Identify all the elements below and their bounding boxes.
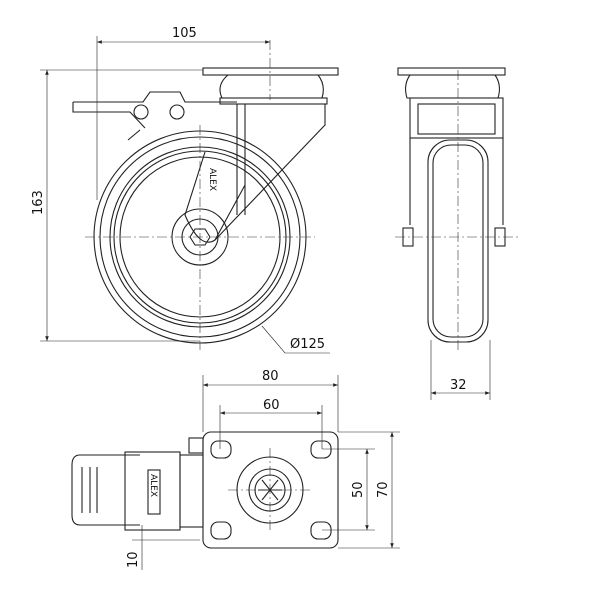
- bottom-view: ALEX: [71, 431, 339, 549]
- dim-60: 60: [263, 398, 280, 413]
- front-view: 32: [395, 67, 520, 400]
- dim-105: 105: [172, 26, 197, 41]
- dim-70: 70: [376, 481, 391, 498]
- bottom-dimensions: 80 60 50 70 10: [126, 369, 400, 570]
- dim-32: 32: [450, 378, 467, 393]
- side-view: ALEX: [72, 40, 339, 350]
- dim-163: 163: [31, 190, 46, 215]
- logo-text-bottom: ALEX: [148, 474, 158, 497]
- side-dimensions: 105 163 Ø125: [31, 26, 330, 354]
- dim-10: 10: [126, 551, 141, 568]
- logo-text: ALEX: [207, 168, 217, 191]
- dim-diameter: Ø125: [290, 337, 325, 352]
- dim-80: 80: [262, 369, 279, 384]
- dim-50: 50: [351, 481, 366, 498]
